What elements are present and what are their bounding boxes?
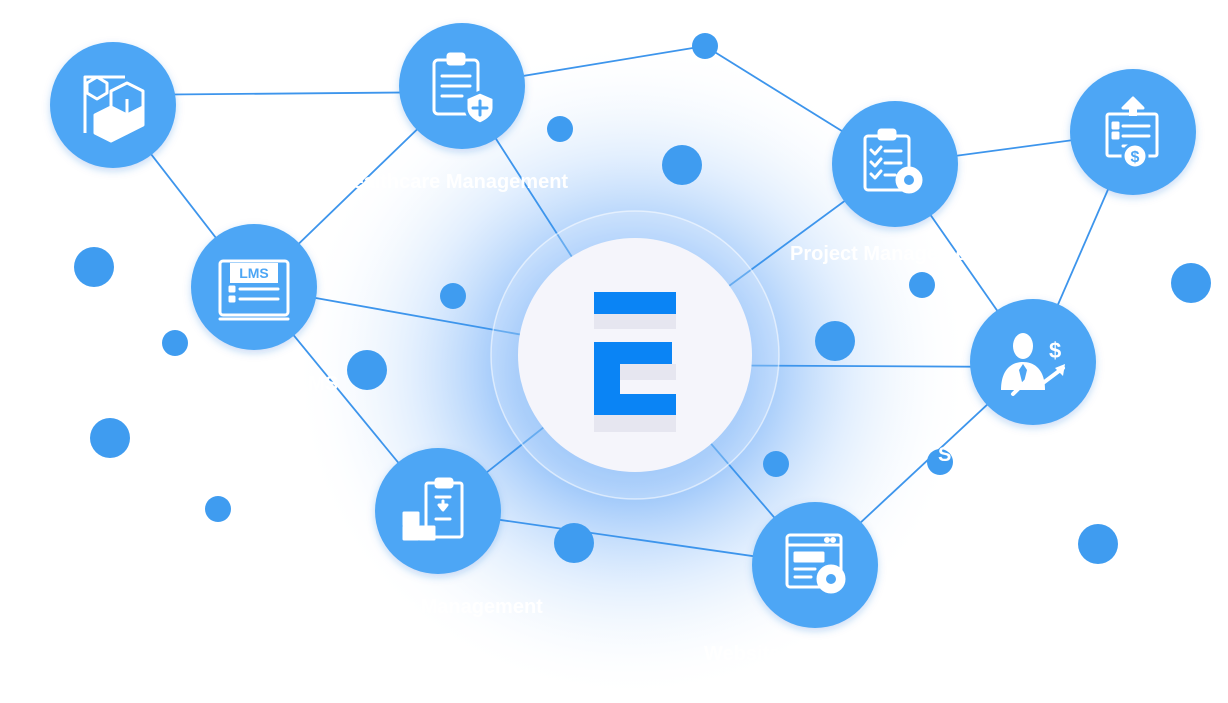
dot [1078, 524, 1118, 564]
node-sales[interactable]: $ [970, 299, 1096, 425]
label-inventory: Inventory Management [325, 596, 543, 618]
dot [815, 321, 855, 361]
node-healthcare[interactable] [399, 23, 525, 149]
node-cubes[interactable] [50, 42, 176, 168]
node-website[interactable] [752, 502, 878, 628]
inventory-boxes-icon [402, 477, 464, 541]
browser-gear-icon [785, 533, 846, 594]
label-project: Project Management [790, 243, 986, 265]
dot [692, 33, 718, 59]
dot [74, 247, 114, 287]
label-healthcare: Healthcare Management [338, 171, 568, 193]
svg-text:$: $ [1131, 149, 1140, 166]
e-letter-logo [594, 292, 676, 432]
node-lms[interactable]: LMS [191, 224, 317, 350]
businessman-growth-icon: $ [1001, 333, 1065, 396]
dot [763, 451, 789, 477]
module-nodes: $ LMS [50, 23, 1196, 628]
label-lms: LMS [296, 373, 338, 395]
svg-text:$: $ [1049, 338, 1061, 363]
dot [347, 350, 387, 390]
node-labels: Healthcare Management Project Management… [296, 171, 986, 665]
cubes-icon [83, 75, 145, 143]
edge-inventory-website [437, 510, 816, 566]
label-website: Website Management [704, 643, 908, 665]
dot [547, 116, 573, 142]
dot [662, 145, 702, 185]
dot [90, 418, 130, 458]
dot [205, 496, 231, 522]
node-billing[interactable]: $ [1070, 69, 1196, 195]
label-sales: S [938, 444, 951, 466]
node-inventory[interactable] [375, 448, 501, 574]
dot [909, 272, 935, 298]
floating-dots [74, 33, 1211, 564]
dot [927, 449, 953, 475]
node-project[interactable] [832, 101, 958, 227]
dot [440, 283, 466, 309]
clipboard-shield-icon [432, 52, 496, 126]
dot [554, 523, 594, 563]
checklist-gear-icon [863, 128, 923, 194]
dot [162, 330, 188, 356]
lms-book-icon: LMS [218, 259, 290, 321]
svg-text:LMS: LMS [239, 265, 269, 281]
center-node [490, 210, 780, 500]
invoice-dollar-icon: $ [1105, 96, 1159, 170]
dot [1171, 263, 1211, 303]
